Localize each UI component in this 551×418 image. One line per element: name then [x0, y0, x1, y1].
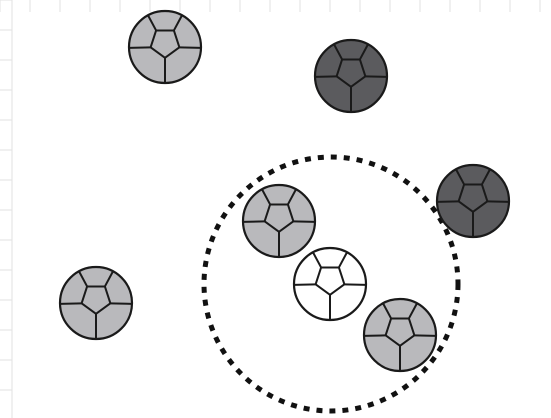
ball-center	[294, 248, 366, 320]
seam-line	[364, 335, 386, 336]
seam-line	[315, 76, 337, 77]
seam-line	[365, 76, 387, 77]
ball-inside-lower	[364, 299, 436, 371]
seam-line	[179, 47, 201, 48]
seam-line	[414, 335, 436, 336]
seam-line	[437, 201, 459, 202]
seam-line	[110, 303, 132, 304]
ball-top-right	[315, 40, 387, 112]
ball-right-edge	[437, 165, 509, 237]
seam-line	[487, 201, 509, 202]
seam-line	[129, 47, 151, 48]
ball-bottom-left	[60, 267, 132, 339]
seam-line	[344, 284, 366, 285]
seam-line	[243, 221, 265, 222]
soccer-ball-group	[60, 11, 509, 371]
ball-top-left	[129, 11, 201, 83]
seam-line	[293, 221, 315, 222]
seam-line	[60, 303, 82, 304]
seam-line	[294, 284, 316, 285]
ball-inside-upper	[243, 185, 315, 257]
